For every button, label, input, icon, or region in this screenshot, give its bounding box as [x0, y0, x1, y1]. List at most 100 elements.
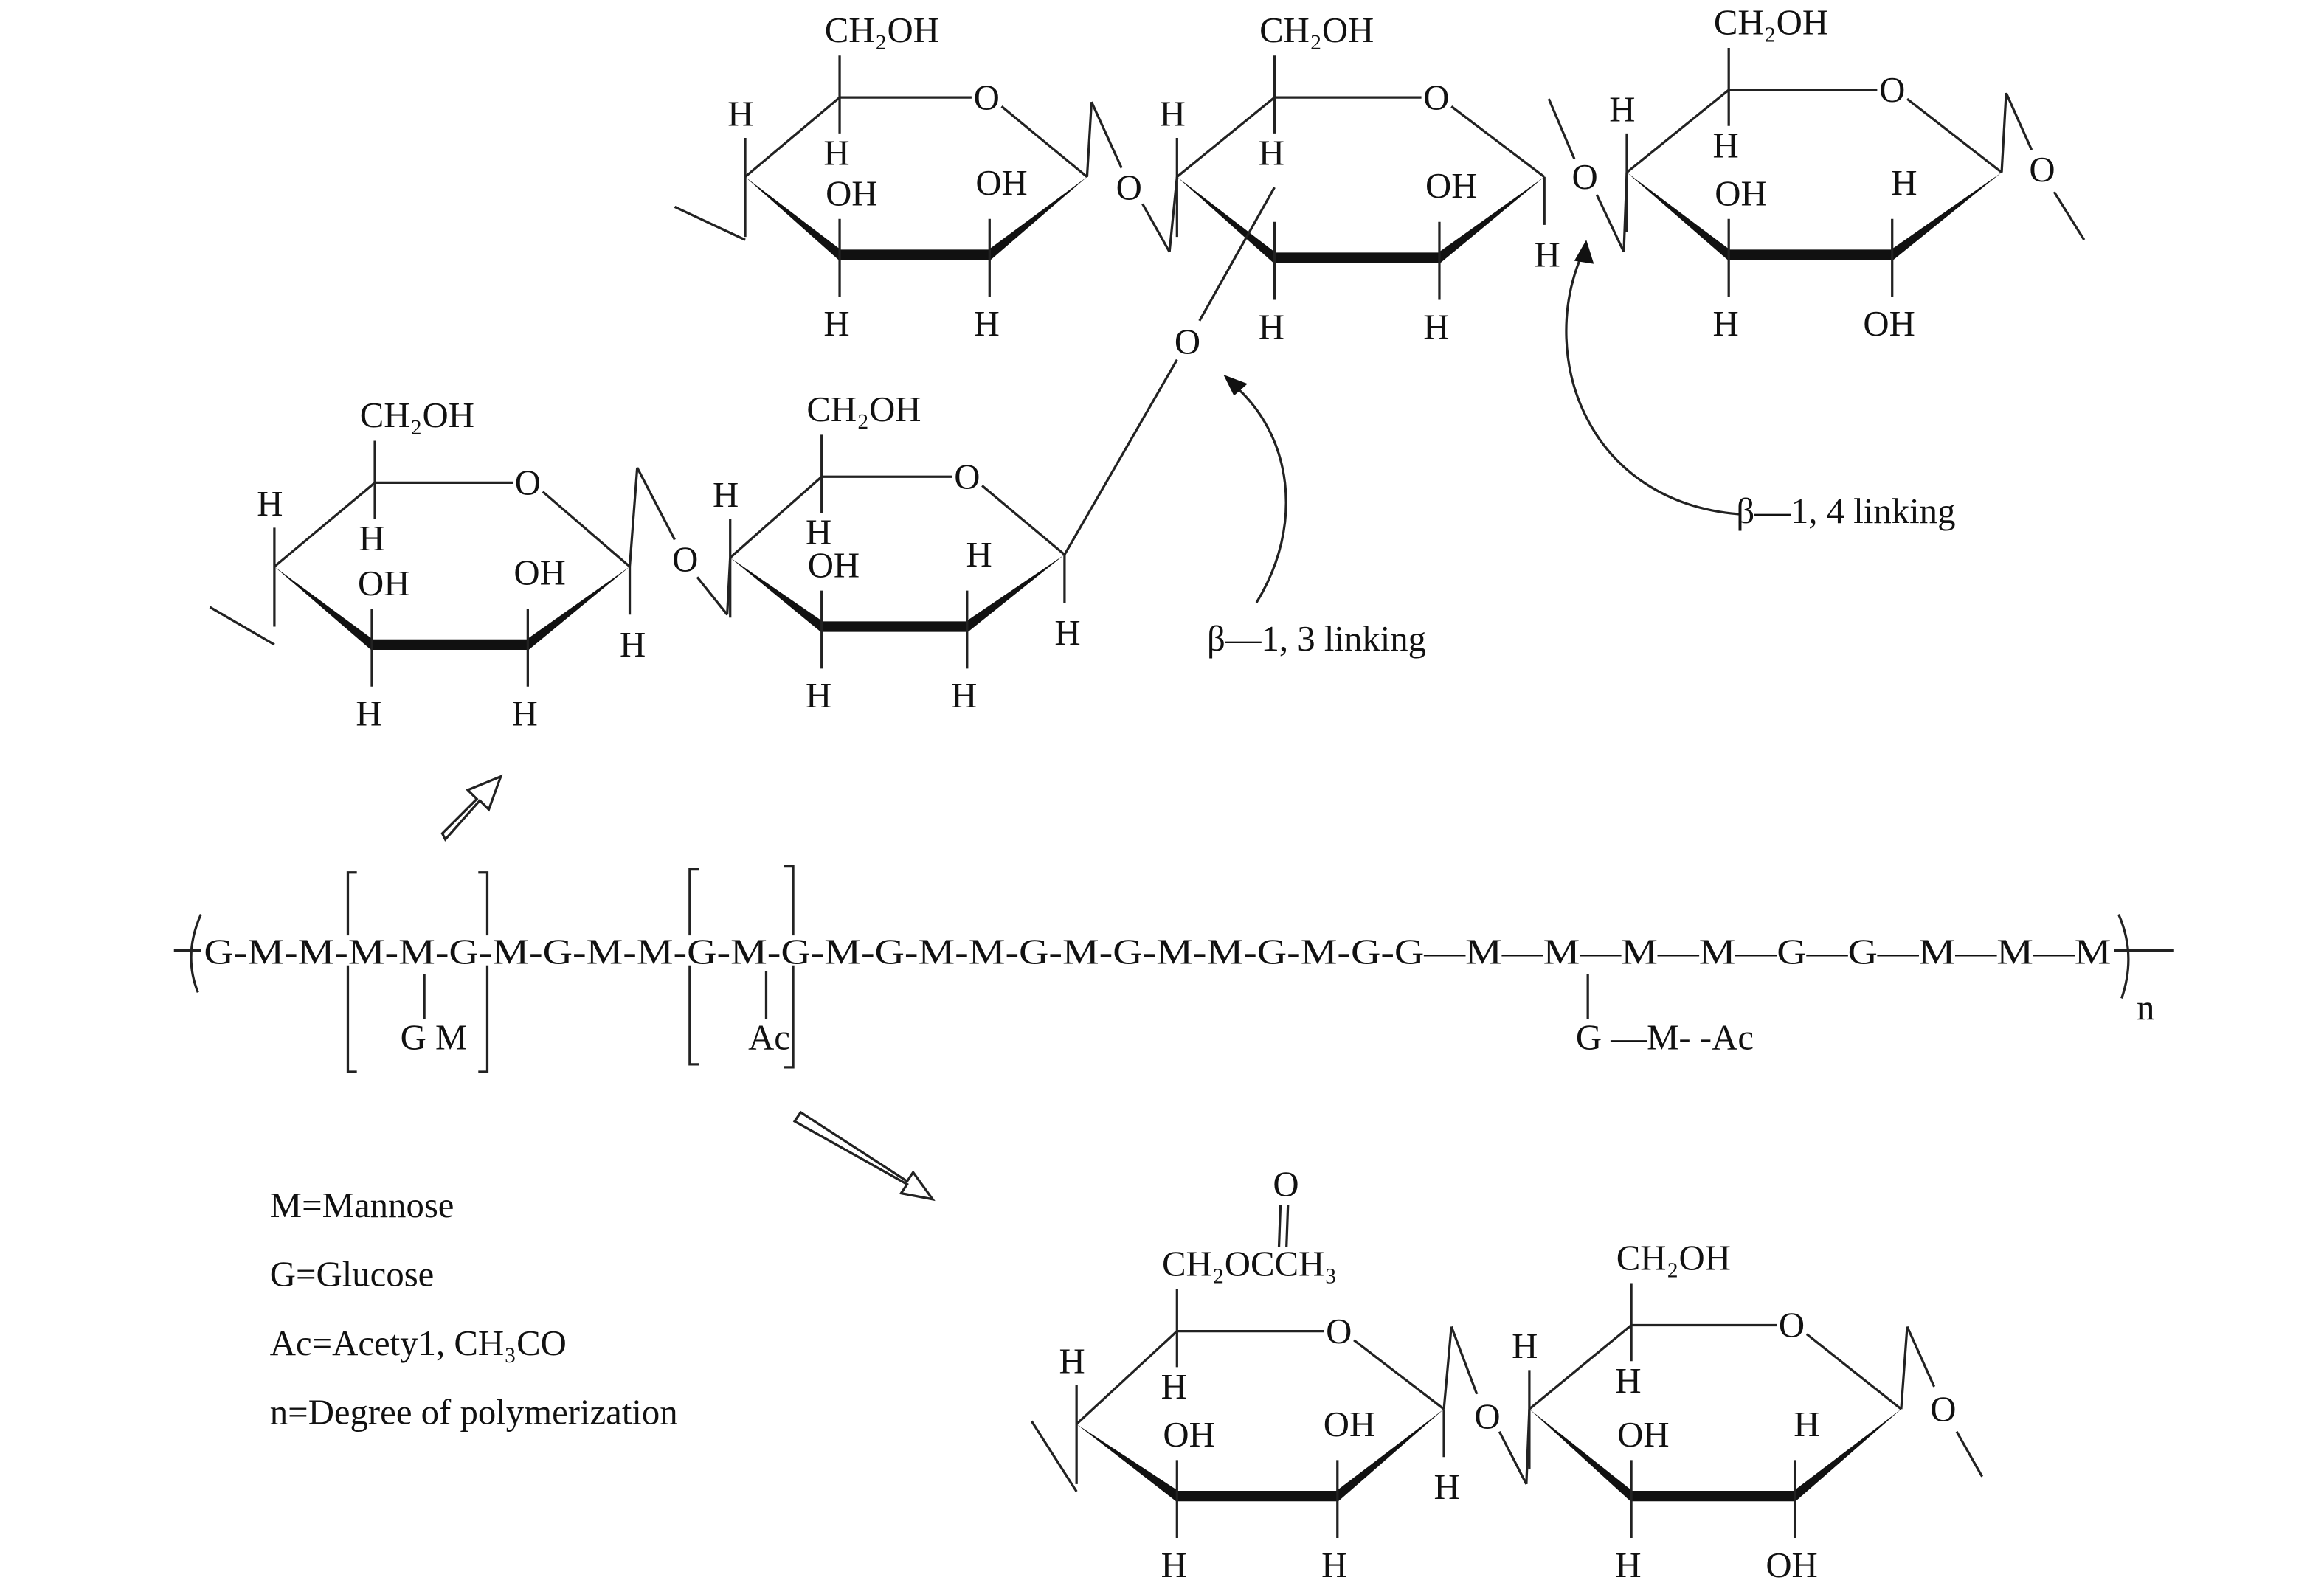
legend-degree: n=Degree of polymerization — [270, 1393, 678, 1433]
glycosidic-bond — [696, 576, 728, 616]
substituent-h: H — [713, 475, 739, 515]
substituent-label: H — [1713, 304, 1739, 344]
glycosidic-links: O O O O O O O — [209, 92, 2086, 1492]
glycosidic-bond — [1955, 1430, 1984, 1478]
ring-wedge-bond — [745, 176, 840, 261]
ring-bond — [1076, 1330, 1178, 1425]
beta-1-3-arrow — [1231, 383, 1287, 603]
anomeric-h: H — [620, 625, 646, 665]
ring-wedge-bond — [1337, 1409, 1445, 1503]
ring-wedge-bond — [1076, 1424, 1177, 1503]
legend: M=Mannose G=Glucose Ac=Acety1, CH₃CO n=D… — [270, 1185, 678, 1432]
ch2-group-label: CH₂OCCH₃ — [1162, 1244, 1337, 1284]
glycosidic-bond — [726, 557, 732, 615]
substituent-label: OH — [1617, 1415, 1669, 1455]
substituent-h: H — [1160, 94, 1186, 134]
chain-sequence: G-M-M-M-M-G-M-G-M-M-G-M-G-M-G-M-M-G-M-G-… — [204, 932, 2111, 972]
substituent-h: H — [1615, 1361, 1641, 1401]
substituent-label: H — [1794, 1404, 1819, 1444]
substituent-label: OH — [1766, 1545, 1817, 1583]
beta-1-4-arrow — [1565, 254, 1740, 516]
ch2-group-label: CH₂OH — [806, 389, 921, 429]
ring-wedge-bond — [1177, 176, 1275, 264]
glycosidic-bond — [1622, 172, 1628, 252]
beta-1-4-label: β—1, 4 linking — [1736, 491, 1955, 531]
ring-bond — [981, 485, 1065, 556]
ring-bond — [1906, 97, 2003, 173]
substituent-h: H — [1713, 125, 1739, 165]
substituent-label: H — [1615, 1545, 1641, 1583]
substituent-h: H — [1259, 134, 1284, 173]
ring-wedge-bond — [1529, 1409, 1632, 1503]
glycosidic-oxygen: O — [1930, 1390, 1956, 1430]
substituent-label: H — [806, 676, 831, 716]
glycosidic-bond — [1442, 1326, 1453, 1410]
legend-acetyl: Ac=Acety1, CH₃CO — [270, 1323, 567, 1363]
glycosidic-bond — [2005, 92, 2033, 150]
glycosidic-oxygen: O — [1175, 322, 1200, 362]
substituent-h: H — [727, 94, 753, 134]
polymerization-subscript: n — [2137, 988, 2154, 1028]
branch-2-label: Ac — [748, 1018, 790, 1058]
glycosidic-bond — [1900, 1326, 1909, 1410]
substituent-label: H — [1259, 307, 1284, 347]
ring-bond — [542, 491, 631, 568]
anomeric-h: H — [1054, 613, 1080, 653]
ch2-group-label: CH₂OH — [360, 395, 474, 435]
ring-wedge-bond — [1892, 172, 2002, 261]
substituent-h: H — [1161, 1367, 1187, 1407]
substituent-label: H — [1321, 1545, 1347, 1583]
ring-oxygen: O — [515, 463, 541, 503]
chain-open-paren — [190, 913, 202, 993]
legend-mannose: M=Mannose — [270, 1185, 454, 1225]
glycosidic-bond — [1198, 187, 1276, 322]
ring-bond — [729, 476, 823, 559]
beta-1-3-arrowhead — [1223, 375, 1248, 396]
glycosidic-oxygen: O — [1571, 157, 1597, 197]
glycosidic-bond — [674, 205, 746, 241]
substituent-h: H — [823, 134, 849, 173]
glycosidic-bond — [628, 467, 639, 567]
branch-3-label: G —M- -Ac — [1576, 1018, 1754, 1058]
bracket-2-open — [688, 868, 699, 1066]
glycosidic-bond — [636, 467, 676, 541]
legend-glucose: G=Glucose — [270, 1255, 435, 1295]
ring-bond — [1176, 96, 1276, 179]
glycosidic-bond — [2000, 92, 2007, 173]
carbonyl-double-bond-b — [1285, 1205, 1290, 1247]
ring-oxygen: O — [1779, 1306, 1805, 1345]
glycosidic-bond — [1063, 358, 1178, 555]
glycosidic-bond — [209, 606, 275, 646]
substituent-h: H — [1059, 1341, 1085, 1381]
substituent-label: OH — [358, 564, 409, 603]
carbonyl-oxygen: O — [1273, 1165, 1298, 1205]
glycosidic-bond — [1498, 1431, 1528, 1485]
bracket-1-open — [346, 871, 357, 1073]
glycosidic-bond — [1085, 102, 1093, 177]
substituent-label: OH — [826, 173, 877, 213]
substituent-label: OH — [975, 163, 1027, 203]
ring-wedge-bond — [1794, 1409, 1901, 1503]
carbonyl-double-bond-a — [1277, 1205, 1282, 1247]
hollow-arrow-up — [440, 774, 503, 842]
glycosidic-oxygen: O — [1116, 167, 1142, 207]
glycosidic-bond — [1090, 101, 1123, 169]
substituent-label: OH — [1324, 1404, 1375, 1444]
ring-bond — [1625, 89, 1730, 173]
anomeric-h: H — [1434, 1467, 1460, 1507]
glycosidic-bond — [1141, 203, 1171, 253]
glycosidic-bond — [1525, 1409, 1531, 1484]
glycosidic-bond — [1450, 1326, 1479, 1395]
ring-bond — [1528, 1324, 1633, 1410]
chain-text-bg — [201, 935, 2114, 966]
branch-1-label: G M — [401, 1018, 468, 1058]
ring-bond — [744, 96, 841, 179]
